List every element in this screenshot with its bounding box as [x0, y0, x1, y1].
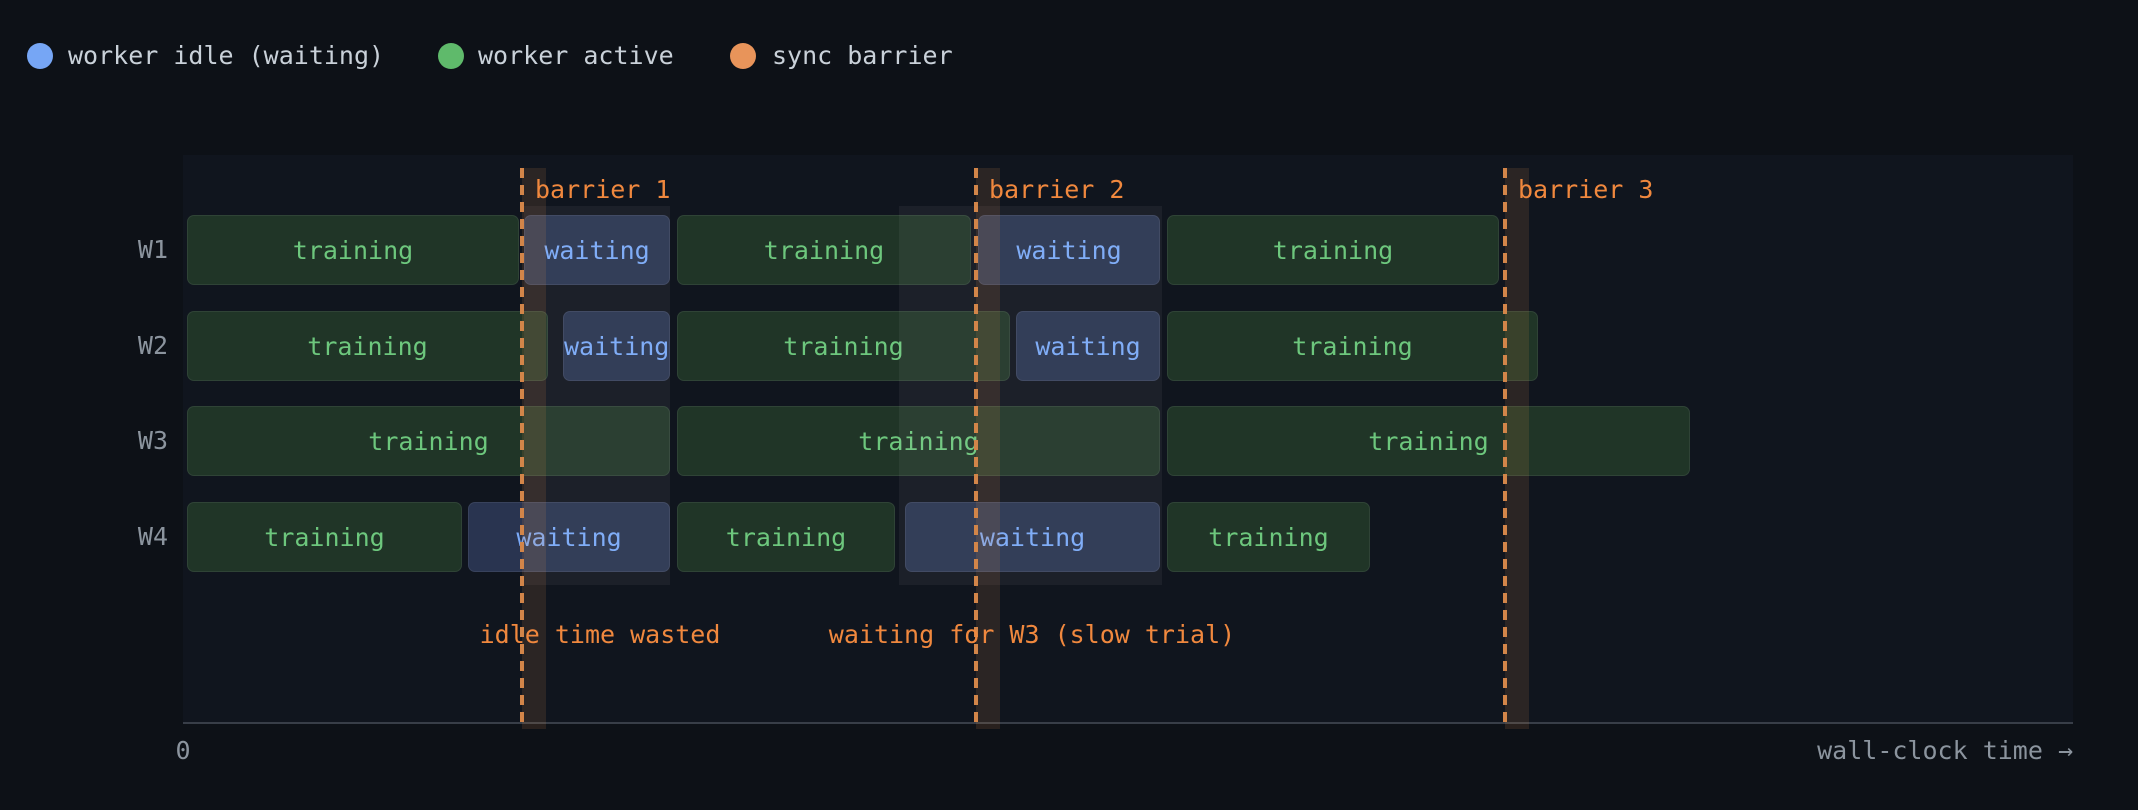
- row-label-w3: W3: [137, 426, 168, 455]
- idle-highlight-band: [899, 206, 1162, 585]
- training-block: training: [1167, 311, 1538, 381]
- barrier-swatch-icon: [730, 43, 756, 69]
- barrier-label: barrier 2: [989, 175, 1125, 204]
- idle-swatch-icon: [27, 43, 53, 69]
- legend-label: sync barrier: [772, 41, 953, 70]
- waiting-block: waiting: [563, 311, 670, 381]
- waiting-block: waiting: [468, 502, 670, 572]
- training-block: training: [1167, 215, 1499, 285]
- barrier-line: [1503, 168, 1507, 727]
- waiting-block: waiting: [524, 215, 670, 285]
- row-label-w1: W1: [137, 235, 168, 264]
- training-block: training: [1167, 502, 1370, 572]
- annotation: idle time wasted: [479, 620, 721, 649]
- training-block: training: [187, 406, 670, 476]
- legend-label: worker idle (waiting): [68, 41, 385, 70]
- barrier-glow: [976, 168, 1000, 729]
- training-block: training: [677, 311, 1010, 381]
- waiting-block: waiting: [978, 215, 1160, 285]
- barrier-line: [974, 168, 978, 727]
- barrier-glow: [1505, 168, 1529, 729]
- barrier-label: barrier 3: [1518, 175, 1654, 204]
- waiting-block: waiting: [905, 502, 1160, 572]
- annotation: waiting for W3 (slow trial): [828, 620, 1236, 649]
- row-label-w4: W4: [137, 522, 168, 551]
- active-swatch-icon: [438, 43, 464, 69]
- training-block: training: [677, 502, 895, 572]
- x-axis-line: [183, 722, 2073, 724]
- barrier-line: [520, 168, 524, 727]
- training-block: training: [187, 311, 548, 381]
- legend-label: worker active: [478, 41, 674, 70]
- training-block: training: [677, 406, 1160, 476]
- row-label-w2: W2: [137, 331, 168, 360]
- waiting-block: waiting: [1016, 311, 1160, 381]
- x-axis-label: wall-clock time →: [1817, 736, 2073, 765]
- x-axis-origin-tick-label: 0: [175, 736, 191, 765]
- idle-highlight-band: [524, 206, 670, 585]
- training-block: training: [677, 215, 971, 285]
- training-block: training: [187, 502, 462, 572]
- barrier-glow: [522, 168, 546, 729]
- training-block: training: [1167, 406, 1690, 476]
- barrier-label: barrier 1: [535, 175, 671, 204]
- training-block: training: [187, 215, 519, 285]
